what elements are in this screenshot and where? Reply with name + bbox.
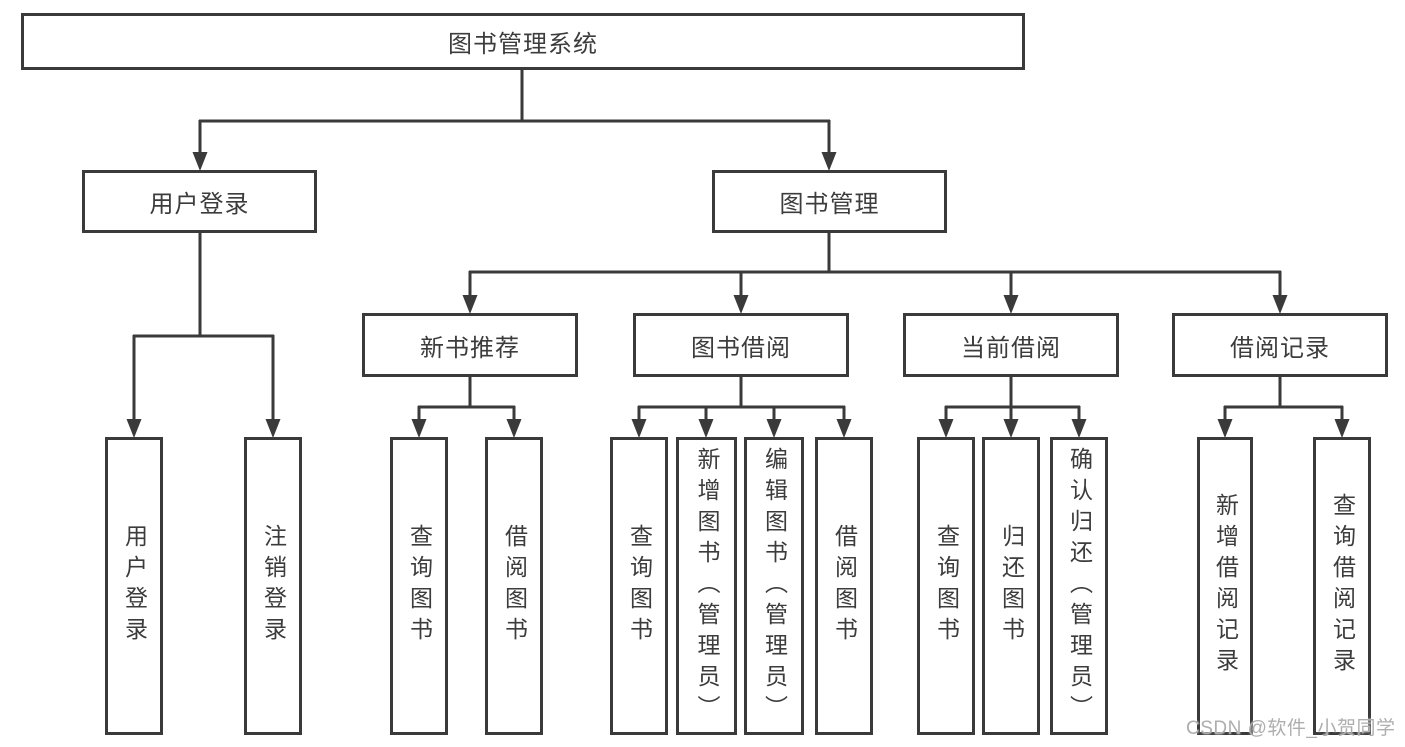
leaf-records-add-record: 新增借阅记录 [1197,437,1253,735]
leaf-current-return-books: 归还图书 [982,437,1040,735]
node-new-book-recommendation: 新书推荐 [362,313,578,377]
leaf-current-confirm-return-admin: 确认归还（管理员） [1050,437,1108,735]
arrowheads [126,152,1350,438]
leaf-borrowing-edit-books-admin: 编辑图书（管理员） [744,437,804,735]
leaf-user-login: 用户登录 [105,437,163,735]
csdn-watermark: CSDN @软件_小贺同学 [1186,718,1396,739]
leaf-records-query-record: 查询借阅记录 [1313,437,1371,735]
leaf-borrowing-add-books-admin: 新增图书（管理员） [676,437,737,735]
node-book-borrowing: 图书借阅 [633,313,849,377]
node-borrowing-records: 借阅记录 [1172,313,1388,377]
leaf-current-query-books: 查询图书 [917,437,975,735]
leaf-borrowing-query-books: 查询图书 [610,437,668,735]
leaf-logout: 注销登录 [244,437,302,735]
node-current-borrowing: 当前借阅 [903,313,1119,377]
node-book-management: 图书管理 [712,170,947,233]
node-user-login: 用户登录 [82,170,317,233]
node-library-system-root: 图书管理系统 [21,13,1025,70]
leaf-recommend-query-books: 查询图书 [390,437,448,735]
leaf-borrowing-borrow-books: 借阅图书 [815,437,873,735]
leaf-recommend-borrow-books: 借阅图书 [485,437,543,735]
